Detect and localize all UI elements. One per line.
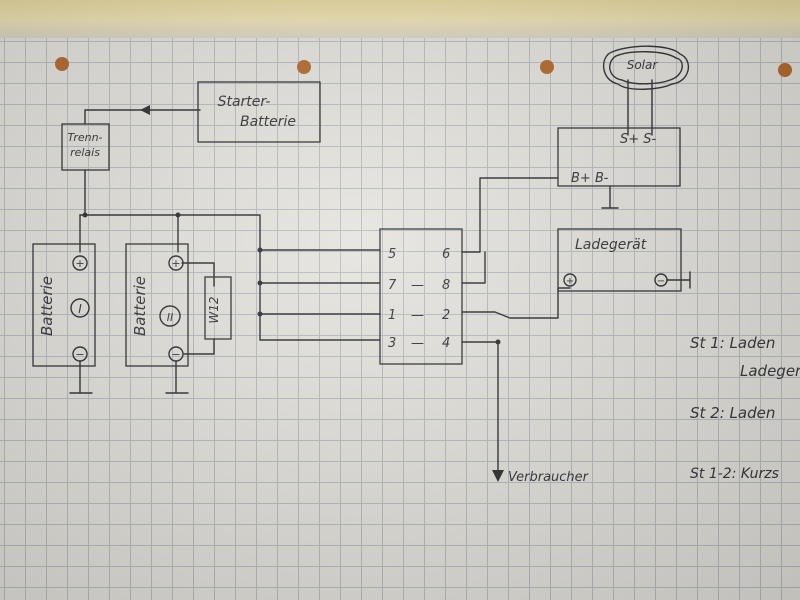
switch-block: 5 6 7 — 8 1 — 2 3 — 4 bbox=[379, 228, 463, 365]
terminal-4: 4 bbox=[442, 336, 450, 351]
battery-2-number-circle bbox=[159, 305, 181, 327]
battery-2: + − Batterie II bbox=[125, 243, 189, 367]
regulator-bottom-terminals: B+ B- bbox=[571, 171, 609, 186]
terminal-6: 6 bbox=[442, 247, 450, 262]
battery-2-ground bbox=[165, 360, 189, 394]
punch-hole bbox=[55, 57, 69, 71]
charger-positive-terminal bbox=[563, 273, 577, 287]
regulator-ground bbox=[601, 185, 619, 209]
wire-positive-bus bbox=[79, 214, 381, 251]
wire-terminal-2-to-charger-plus bbox=[461, 287, 571, 319]
solar-label: Solar bbox=[627, 58, 659, 72]
battery-2-number: II bbox=[167, 311, 174, 324]
minus-icon: − bbox=[75, 348, 84, 361]
terminal-1: 1 bbox=[388, 308, 396, 323]
terminal-3: 3 bbox=[388, 336, 396, 351]
note-st2: St 2: Laden bbox=[690, 404, 775, 422]
wire-w12-bottom bbox=[183, 338, 215, 355]
graph-paper-sheet bbox=[0, 38, 800, 600]
starter-battery: Starter- Batterie bbox=[197, 81, 321, 143]
charger-box bbox=[557, 228, 682, 292]
trennrelais-label-line2: relais bbox=[70, 146, 100, 159]
charger-ground bbox=[666, 271, 691, 289]
starter-battery-label-line1: Starter- bbox=[218, 94, 271, 110]
arrow-icon bbox=[140, 105, 150, 115]
starter-battery-label-line2: Batterie bbox=[240, 114, 296, 130]
arrow-down-icon bbox=[492, 470, 504, 482]
charger: Ladegerät + − bbox=[557, 228, 691, 292]
note-st1-continued: Ladegerät bbox=[740, 362, 800, 380]
punch-hole bbox=[778, 63, 792, 77]
punch-hole bbox=[540, 60, 554, 74]
plus-icon: + bbox=[171, 257, 180, 270]
separator: — bbox=[411, 336, 424, 351]
battery-2-label: Batterie bbox=[131, 276, 149, 336]
junction-dot bbox=[495, 339, 501, 345]
trennrelais: Trenn- relais bbox=[61, 123, 110, 171]
solar-cloud-outline bbox=[603, 45, 690, 90]
battery-1-positive-terminal bbox=[72, 255, 88, 271]
battery-1-label: Batterie bbox=[38, 276, 56, 336]
solar-regulator-box bbox=[557, 127, 681, 187]
solar-regulator: S+ S- B+ B- bbox=[557, 127, 681, 209]
battery-1-box bbox=[32, 243, 96, 367]
wire-relais-to-starter bbox=[84, 109, 201, 125]
battery-2-box bbox=[125, 243, 189, 367]
w12-box bbox=[204, 276, 232, 340]
wire-w12-top bbox=[181, 262, 215, 287]
plus-icon: + bbox=[566, 276, 574, 287]
solar-panel: Solar bbox=[603, 45, 690, 136]
terminal-7: 7 bbox=[388, 278, 397, 293]
charger-label: Ladegerät bbox=[575, 237, 647, 253]
minus-icon: − bbox=[657, 276, 665, 287]
separator: — bbox=[411, 308, 424, 323]
battery-1-ground bbox=[69, 360, 93, 394]
starter-battery-box bbox=[197, 81, 321, 143]
battery-1: + − Batterie I bbox=[32, 243, 96, 367]
punch-hole bbox=[297, 60, 311, 74]
junction-dot bbox=[257, 247, 263, 253]
verbraucher-label: Verbraucher bbox=[508, 470, 590, 485]
separator: — bbox=[411, 278, 424, 293]
wire-solar-to-regulator bbox=[627, 79, 653, 136]
battery-1-number-circle bbox=[70, 298, 90, 318]
note-st1: St 1: Laden bbox=[690, 334, 775, 352]
plus-icon: + bbox=[75, 257, 84, 270]
terminal-2: 2 bbox=[442, 308, 450, 323]
solar-cloud-inner bbox=[609, 51, 683, 85]
wire-to-verbraucher bbox=[461, 341, 499, 471]
wire-terminal-8 bbox=[461, 251, 486, 284]
note-st1-2: St 1-2: Kurzs bbox=[690, 466, 779, 482]
regulator-top-terminals: S+ S- bbox=[620, 132, 657, 147]
terminal-5: 5 bbox=[388, 247, 396, 262]
minus-icon: − bbox=[171, 348, 180, 361]
w12-element: W12 bbox=[181, 262, 232, 355]
wire-terminal-6-to-solar-bplus bbox=[461, 177, 559, 253]
switch-box bbox=[379, 228, 463, 365]
battery-1-number: I bbox=[78, 302, 82, 316]
terminal-8: 8 bbox=[442, 278, 450, 293]
w12-label: W12 bbox=[207, 296, 221, 323]
trennrelais-label-line1: Trenn- bbox=[67, 131, 102, 144]
